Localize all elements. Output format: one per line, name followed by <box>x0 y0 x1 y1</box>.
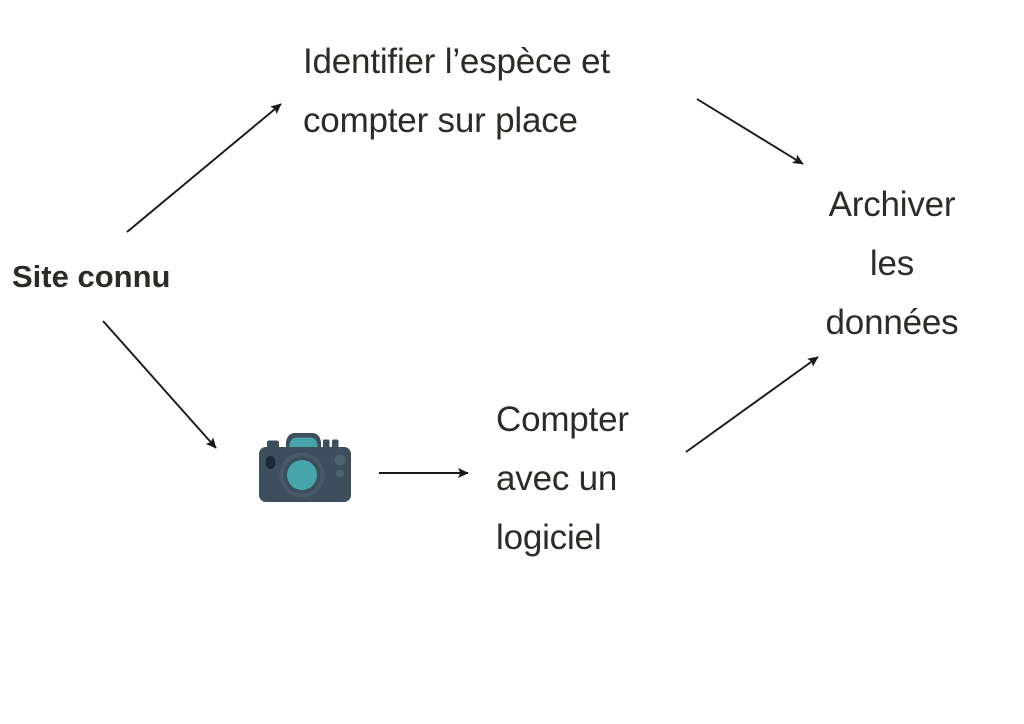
node-archiver-donnees: Archiver les données <box>825 185 959 342</box>
arrow-identifier-to-archiver <box>696 98 804 165</box>
arrow-compter-to-archiver <box>685 356 819 453</box>
node-identifier-espece: Identifier l’espèce et compter sur place <box>303 42 610 140</box>
arrow-site-to-identifier <box>126 103 282 233</box>
camera-icon <box>256 428 354 511</box>
arrow-site-to-camera <box>102 320 217 449</box>
node-compter-logiciel: Compter avec un logiciel <box>496 400 629 557</box>
node-site-connu: Site connu <box>12 259 171 294</box>
